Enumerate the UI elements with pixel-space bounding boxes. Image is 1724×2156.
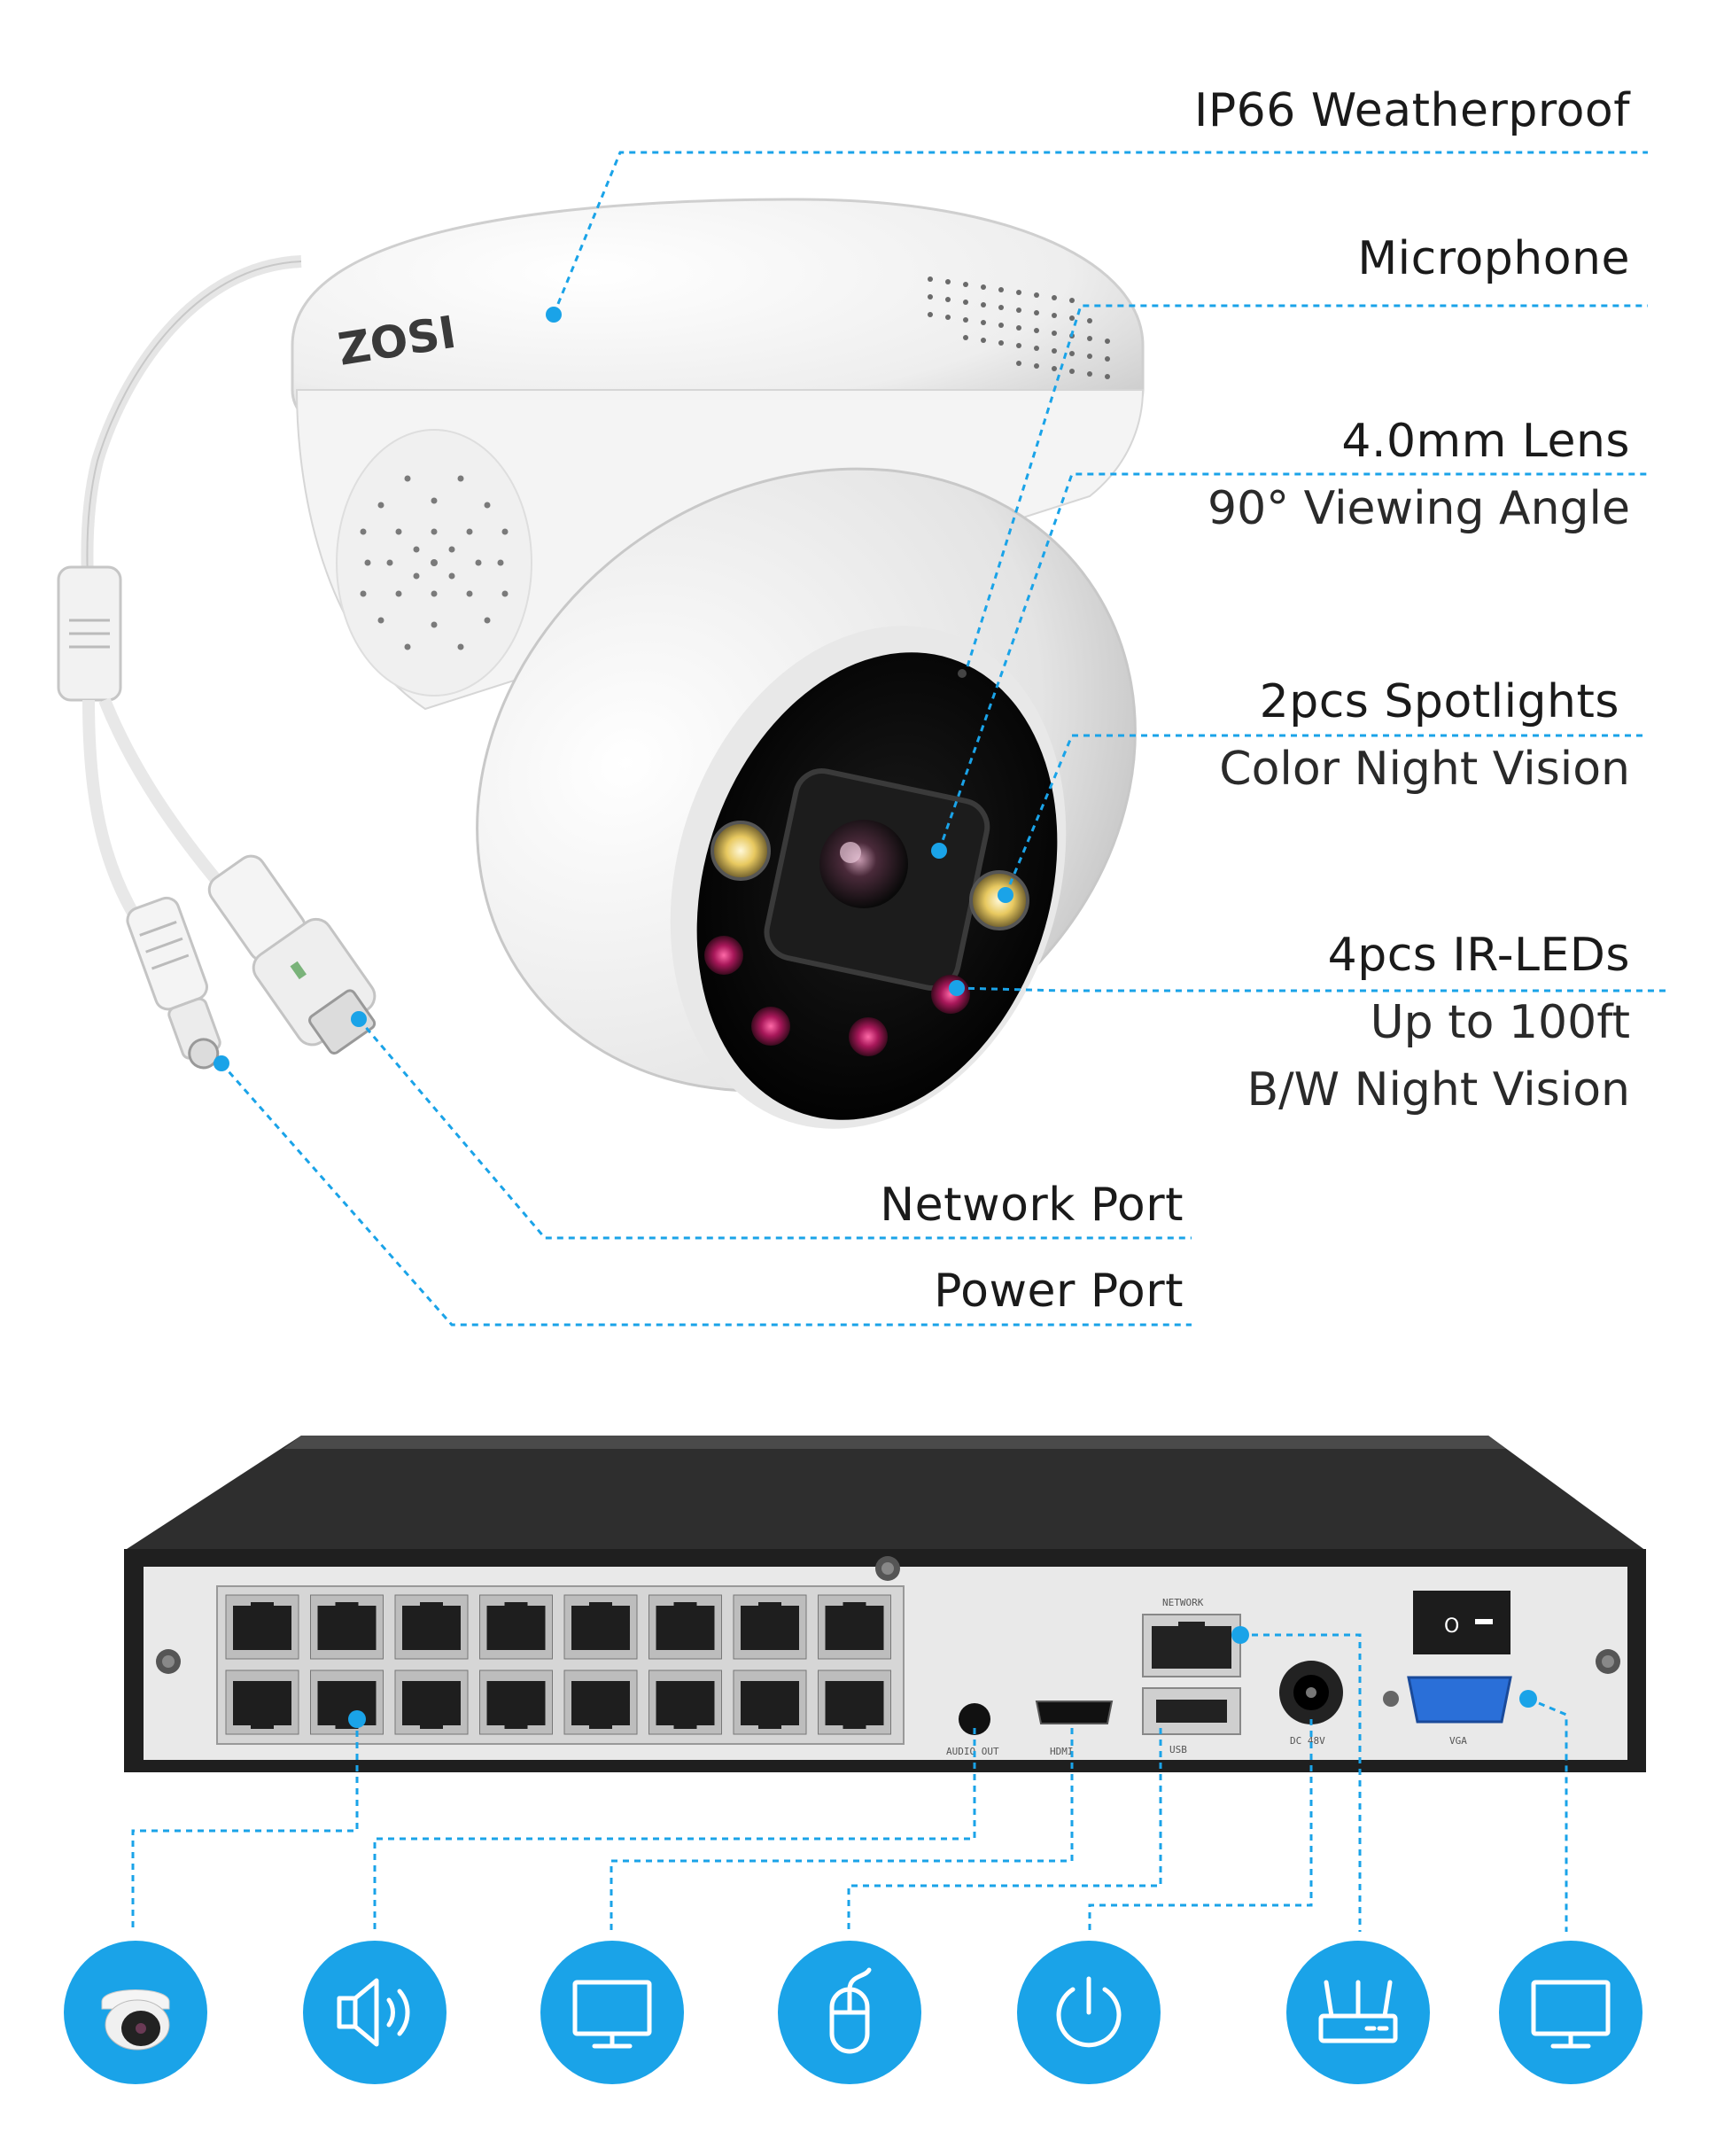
- power-connector: [126, 896, 221, 1070]
- network-connector: [207, 854, 377, 1055]
- callout-dots: [214, 307, 1013, 1071]
- monitor-icon-vga: [1499, 1941, 1642, 2084]
- ir-led-3: [849, 1017, 888, 1056]
- label-network-port: Network Port: [880, 1179, 1184, 1232]
- ir-led-1: [704, 936, 743, 975]
- audio-out-port: [959, 1703, 990, 1735]
- nvr-callout-lines: [131, 1633, 1568, 1932]
- camera-illustration: ZOSI: [57, 151, 1666, 1327]
- label-ip66: IP66 Weatherproof: [1193, 84, 1630, 137]
- hdmi-port: [1035, 1701, 1114, 1724]
- side-grille-holes: [360, 475, 509, 650]
- label-irleds-sub1: Up to 100ft: [1370, 996, 1630, 1049]
- label-spotlights-sub: Color Night Vision: [1219, 743, 1630, 796]
- poe-ports: [225, 1594, 891, 1735]
- svg-text:AUDIO OUT: AUDIO OUT: [946, 1746, 999, 1757]
- nvr-callout-dots: [348, 1626, 1537, 1728]
- svg-text:NETWORK: NETWORK: [1162, 1597, 1204, 1608]
- label-lens: 4.0mm Lens: [1341, 415, 1630, 468]
- mouse-icon: [778, 1941, 921, 2084]
- label-irleds-sub2: B/W Night Vision: [1246, 1063, 1630, 1117]
- svg-text:HDMI: HDMI: [1050, 1746, 1074, 1757]
- label-spotlights: 2pcs Spotlights: [1259, 675, 1619, 728]
- nvr-top: [124, 1436, 1646, 1551]
- monitor-icon: [540, 1941, 684, 2084]
- svg-text:O: O: [1444, 1615, 1459, 1638]
- ir-led-4: [931, 975, 970, 1014]
- power-icon: [1017, 1941, 1161, 2084]
- camera-lens: [819, 820, 908, 908]
- spotlight-left: [711, 821, 771, 881]
- label-microphone: Microphone: [1357, 232, 1630, 285]
- ir-led-2: [751, 1007, 790, 1046]
- svg-text:DC 48V: DC 48V: [1290, 1735, 1325, 1747]
- svg-text:USB: USB: [1169, 1744, 1187, 1755]
- callout-lines: [220, 151, 1666, 1327]
- camera-icon: [64, 1941, 207, 2084]
- power-switch: [1413, 1591, 1510, 1654]
- label-lens-sub: 90° Viewing Angle: [1207, 482, 1630, 535]
- speaker-icon: [303, 1941, 447, 2084]
- nvr-illustration: AUDIO OUT HDMI NETWORK USB DC 48V O VGA: [124, 1436, 1646, 1932]
- label-irleds: 4pcs IR-LEDs: [1327, 929, 1630, 982]
- label-power-port: Power Port: [934, 1265, 1184, 1318]
- spotlight-right: [969, 870, 1029, 930]
- svg-text:VGA: VGA: [1449, 1735, 1467, 1747]
- vga-port: [1407, 1676, 1512, 1724]
- router-icon: [1286, 1941, 1430, 2084]
- microphone-grille: [928, 276, 1110, 379]
